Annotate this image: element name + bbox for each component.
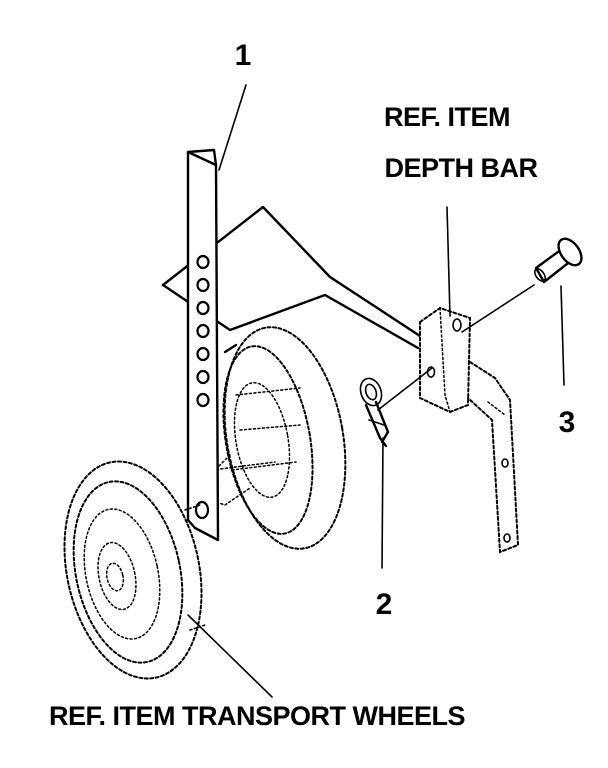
depth-bar: [467, 361, 520, 554]
bracket-hole: [196, 346, 210, 362]
leader-transport-wheels: [187, 614, 273, 698]
callout-part-3: 3: [559, 406, 576, 439]
callout-part-1: 1: [235, 39, 252, 72]
front-wheel: [63, 460, 206, 680]
callout-depth-bar-line1: REF. ITEM: [384, 102, 510, 132]
leader-1: [218, 84, 247, 171]
callout-part-2: 2: [376, 588, 393, 621]
rear-wheel: [209, 326, 347, 550]
clevis-pin: [533, 237, 583, 284]
explode-line-pin: [461, 284, 535, 333]
bracket-hole: [196, 277, 210, 293]
callout-transport-wheels: REF. ITEM TRANSPORT WHEELS: [49, 701, 465, 731]
leader-depth-bar: [446, 206, 451, 317]
depth-bar-mount: [419, 306, 472, 414]
bracket-hole: [194, 500, 210, 520]
bracket-hole: [196, 254, 210, 270]
hairpin-clip: [359, 377, 390, 448]
leader-lines: [187, 84, 565, 698]
leader-3: [560, 285, 565, 386]
bracket-hole: [196, 300, 210, 316]
callout-depth-bar-line2: DEPTH BAR: [384, 153, 537, 183]
bracket-hole: [196, 392, 210, 408]
bracket-hole: [196, 369, 210, 385]
bracket-hole: [196, 323, 210, 339]
explode-line-clip: [377, 367, 433, 411]
wheel-bracket: [186, 148, 220, 542]
leader-2: [381, 437, 384, 569]
